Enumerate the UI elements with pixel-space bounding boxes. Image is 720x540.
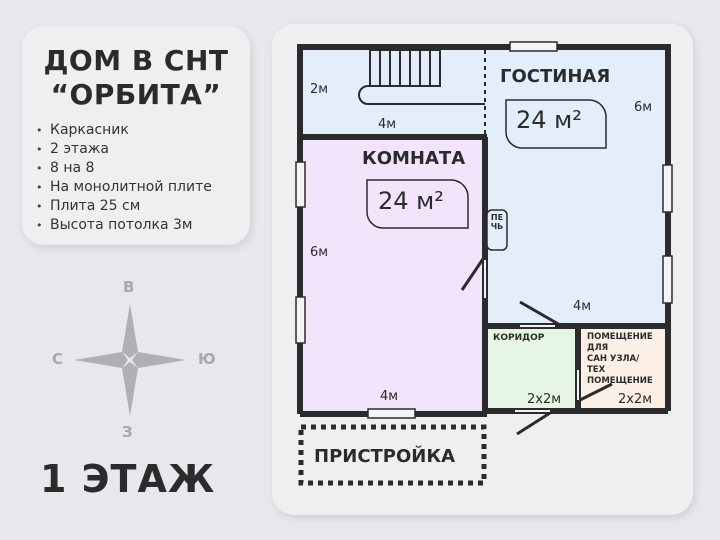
- window: [662, 164, 673, 213]
- compass-east-label: Ю: [198, 350, 216, 368]
- info-card: ДОМ В СНТ “ОРБИТА” Каркасник 2 этажа 8 н…: [22, 26, 250, 245]
- feature-item: Плита 25 см: [36, 197, 212, 216]
- window: [509, 41, 558, 52]
- door: [519, 300, 561, 327]
- room-area-badge: [366, 179, 469, 229]
- compass-west-label: С: [52, 350, 64, 368]
- window: [295, 296, 306, 344]
- compass-rose-icon: [74, 304, 186, 416]
- room-fill: [303, 138, 484, 414]
- window: [295, 161, 306, 208]
- feature-item: 8 на 8: [36, 159, 212, 178]
- window: [662, 255, 673, 304]
- feature-item: 2 этажа: [36, 140, 212, 159]
- annex-outline: [298, 424, 487, 486]
- feature-item: Высота потолка 3м: [36, 216, 212, 235]
- feature-item: На монолитной плите: [36, 178, 212, 197]
- floor-label: 1 ЭТАЖ: [40, 457, 216, 501]
- door: [516, 411, 551, 436]
- feature-item: Каркасник: [36, 121, 212, 140]
- utility-fill: [579, 327, 667, 411]
- features-list: Каркасник 2 этажа 8 на 8 На монолитной п…: [36, 121, 212, 235]
- door: [460, 255, 487, 291]
- stove: [486, 209, 508, 251]
- compass-north-label: В: [123, 278, 135, 296]
- corridor-fill: [487, 327, 577, 411]
- staircase: [358, 49, 485, 105]
- house-title-line2: “ОРБИТА”: [50, 78, 222, 111]
- door: [579, 382, 613, 402]
- living-room-fill: [485, 47, 668, 325]
- window: [367, 408, 416, 419]
- living-area-badge: [505, 99, 607, 149]
- house-title-line1: ДОМ В СНТ: [43, 44, 229, 77]
- compass-south-label: З: [122, 423, 133, 441]
